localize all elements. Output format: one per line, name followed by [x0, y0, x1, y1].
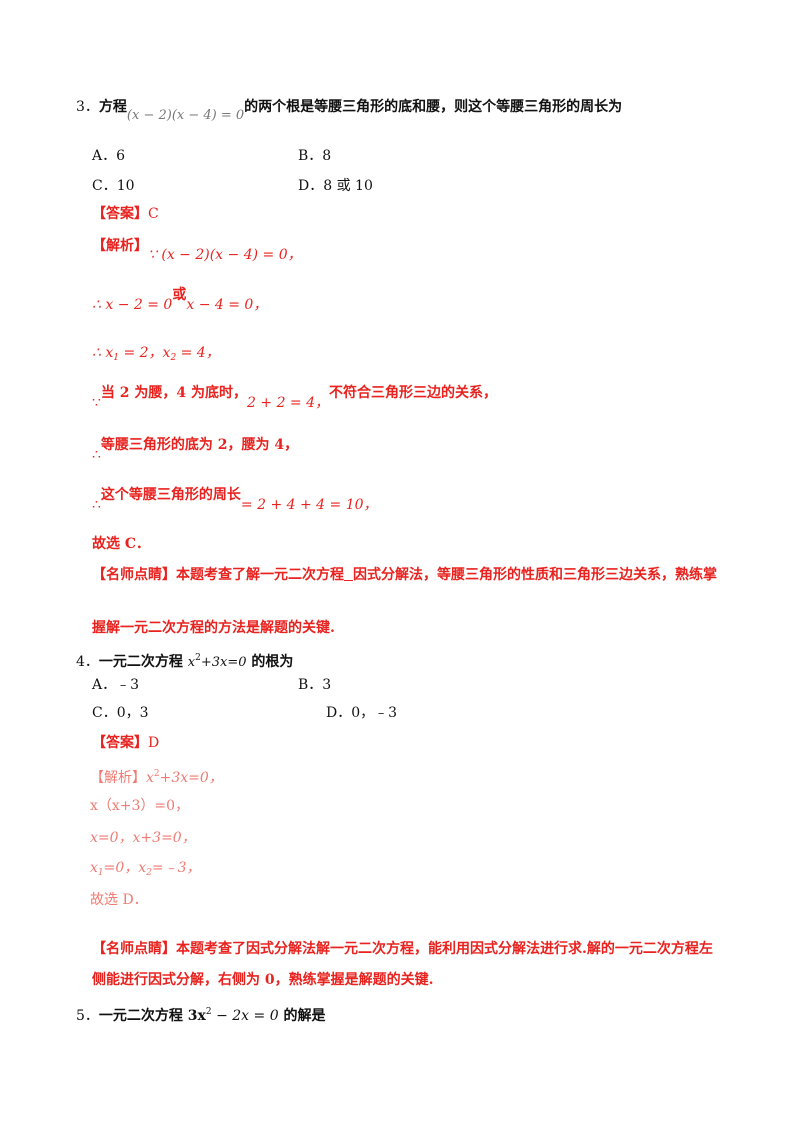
q4-s4: x1=0，x2=﹣3，	[90, 859, 201, 882]
q3-step4: ∵当 2 为腰，4 为底时，2 + 2 = 4，不符合三角形三边的关系，	[92, 384, 498, 411]
q3-step3-b-sub: 2	[170, 353, 177, 363]
q3-comment-line2: 握解一元二次方程的方法是解题的关键.	[92, 620, 335, 636]
q3-step3-b: = 2，x	[119, 345, 171, 361]
q3-comment-line1-b: 因式分解法，等腰三角形的性质和三角形三边关系，熟练掌	[353, 567, 717, 583]
q3-comment-label: 【名师点睛】	[92, 567, 176, 583]
q5-sup: 2	[205, 1007, 212, 1017]
q4-eq-x: x	[187, 655, 196, 670]
q3-step4-text: 当 2 为腰，4 为底时，	[100, 385, 248, 401]
q3-option-c: C．10	[92, 178, 135, 194]
q3-step6-symbol: ∴	[92, 497, 101, 513]
q5-number: 5．	[76, 1008, 99, 1024]
q4-comment-line1: 本题考查了因式分解法解一元二次方程，能利用因式分解法进行求.解的一元二次方程左	[176, 941, 713, 957]
q3-text-pre: 方程	[98, 99, 127, 115]
q3-step3-a: ∴ x	[92, 345, 114, 361]
q4-comment-label: 【名师点睛】	[92, 941, 176, 957]
q3-step5-text: 等腰三角形的底为 2，腰为 4，	[100, 437, 299, 453]
q4-stem: 4．一元二次方程 x2+3x=0 的根为	[76, 649, 293, 672]
q4-s4-b: =0，x	[103, 860, 147, 876]
q4-s1-sup: 2	[153, 769, 160, 779]
q3-stem: 3．方程(x − 2)(x − 4) = 0的两个根是等腰三角形的底和腰，则这个…	[76, 98, 623, 123]
q3-option-d: D．8 或 10	[298, 178, 373, 194]
q4-s1-rest: +3x=0，	[159, 770, 223, 786]
q3-analysis-label-text: 【解析】	[92, 238, 148, 254]
q3-step6-eq: = 2 + 4 + 4 = 10，	[240, 497, 378, 513]
q3-step4-symbol: ∵	[92, 395, 101, 411]
q3-step2: ∴ x − 2 = 0或x − 4 = 0，	[92, 286, 267, 313]
q4-s1: 【解析】x2+3x=0，	[90, 765, 223, 787]
q4-option-d: D．0，﹣3	[326, 705, 398, 721]
q3-step2-or: 或	[172, 287, 187, 303]
q4-option-c: C．0，3	[92, 705, 149, 721]
q4-eq-rest: +3x=0	[200, 655, 247, 670]
q3-choose: 故选 C．	[92, 536, 151, 552]
q4-option-b: B．3	[298, 677, 332, 693]
q4-s4-c: =﹣3，	[151, 860, 201, 876]
q3-option-b: B．8	[298, 148, 332, 164]
q3-text-post: 的两个根是等腰三角形的底和腰，则这个等腰三角形的周长为	[244, 99, 623, 115]
q3-step4-post: 不符合三角形三边的关系，	[329, 385, 498, 401]
q3-comment-underscore	[344, 566, 353, 581]
q4-s4-b-sub: 2	[146, 868, 152, 878]
q3-step6: ∴这个等腰三角形的周长= 2 + 4 + 4 = 10，	[92, 486, 378, 513]
q3-analysis-label: 【解析】	[92, 237, 148, 255]
q5-text-pre: 一元二次方程 3x	[98, 1008, 206, 1024]
q3-step3-a-sub: 1	[113, 353, 119, 363]
q3-step1: ∵ (x − 2)(x − 4) = 0，	[148, 247, 302, 263]
q4-eq-sup: 2	[195, 653, 201, 663]
q4-text-post: 的根为	[246, 654, 294, 670]
q4-answer-label: 【答案】	[92, 735, 148, 751]
q4-comment: 【名师点睛】本题考查了因式分解法解一元二次方程，能利用因式分解法进行求.解的一元…	[92, 940, 713, 958]
q4-s2: x（x+3）=0，	[90, 798, 190, 814]
q3-step2-pre: ∴ x − 2 = 0	[92, 297, 173, 313]
q3-step2-post: x − 4 = 0，	[186, 297, 268, 313]
q3-step5-symbol: ∴	[92, 447, 101, 463]
q4-number: 4．	[76, 654, 99, 670]
q4-answer: 【答案】D	[92, 734, 159, 752]
q3-equation: (x − 2)(x − 4) = 0	[126, 108, 245, 123]
q4-choose: 故选 D．	[90, 892, 148, 908]
q5-stem: 5．一元二次方程 3x2 − 2x = 0 的解是	[76, 1003, 325, 1025]
q3-comment-line1-a: 本题考查了解一元二次方程	[176, 567, 344, 583]
q3-option-a: A．6	[92, 148, 126, 164]
q3-step3-c: = 4，	[176, 345, 220, 361]
q4-option-a: A．﹣3	[92, 677, 140, 693]
q4-s1-x: x	[146, 770, 154, 786]
q4-answer-value: D	[148, 735, 160, 751]
q4-s3: x=0，x+3=0，	[90, 830, 196, 846]
q5-text-mid: − 2x = 0	[211, 1008, 279, 1024]
q3-step4-eq: 2 + 2 = 4，	[247, 395, 330, 411]
q3-answer-label: 【答案】	[92, 206, 148, 222]
q3-number: 3．	[76, 99, 99, 115]
q4-analysis-label: 【解析】	[90, 770, 146, 786]
q4-text-pre: 一元二次方程	[98, 654, 188, 670]
q3-answer-value: C	[148, 206, 159, 222]
q4-comment-line2: 侧能进行因式分解，右侧为 0，熟练掌握是解题的关键.	[92, 972, 434, 988]
q5-text-post: 的解是	[278, 1008, 326, 1024]
q4-s4-a-sub: 1	[97, 868, 104, 878]
q3-step6-text: 这个等腰三角形的周长	[100, 487, 241, 503]
q4-s4-a: x	[90, 860, 98, 876]
q3-step5: ∴等腰三角形的底为 2，腰为 4，	[92, 436, 299, 463]
q3-answer: 【答案】C	[92, 205, 159, 223]
q3-comment: 【名师点睛】本题考查了解一元二次方程因式分解法，等腰三角形的性质和三角形三边关系…	[92, 566, 717, 584]
q3-step3: ∴ x1 = 2，x2 = 4，	[92, 344, 220, 367]
